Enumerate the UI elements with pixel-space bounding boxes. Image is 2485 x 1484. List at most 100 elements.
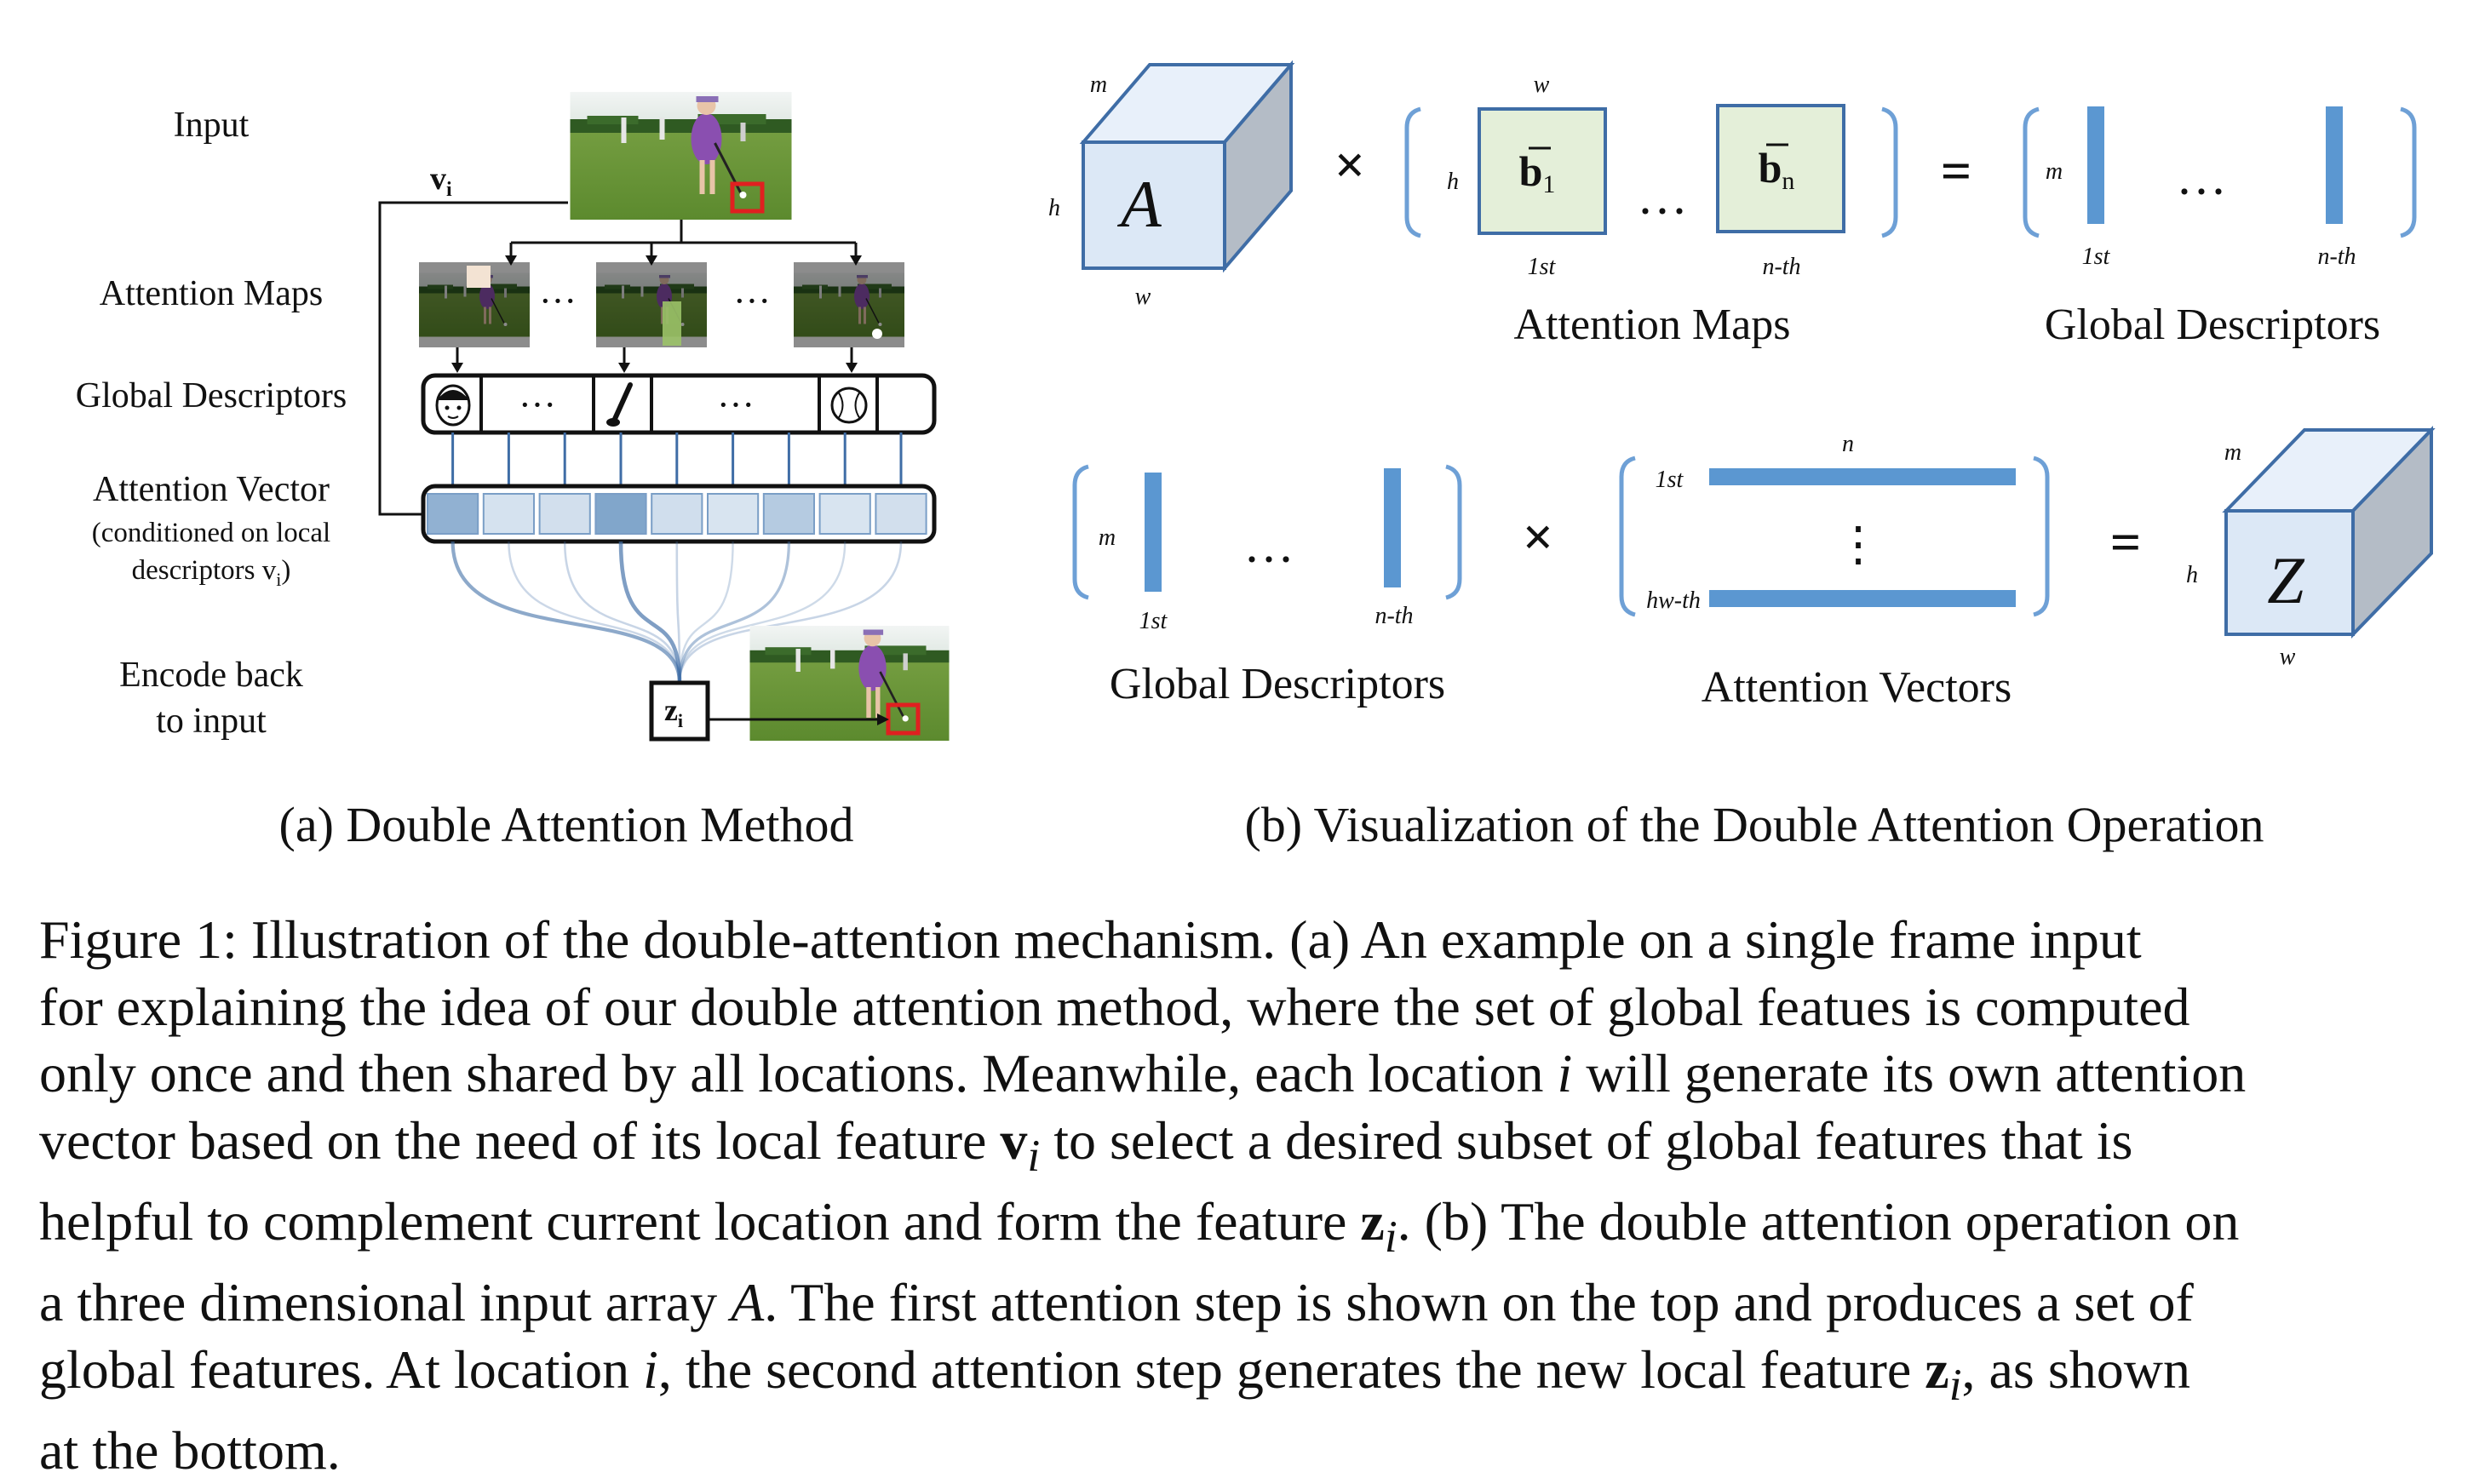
- attention-map-3: [794, 262, 904, 347]
- attention-map-1: [419, 262, 530, 347]
- times-symbol-2: ×: [1523, 507, 1553, 567]
- descriptor-arrows: [451, 347, 858, 373]
- descriptor-bar-first: [2087, 106, 2104, 224]
- cube-z: Z m h w: [2186, 426, 2436, 670]
- attention-maps-label: Attention Maps: [1514, 301, 1791, 349]
- attention-fan: [451, 541, 903, 684]
- attention-vector: [421, 484, 937, 544]
- cube-z-letter: Z: [2267, 543, 2305, 617]
- svg-text:w: w: [1135, 284, 1151, 310]
- row-label-global-descriptors: Global Descriptors: [76, 376, 347, 415]
- attention-fan-line: [678, 541, 791, 684]
- svg-text:···: ···: [1243, 531, 1294, 587]
- attention-fan-line: [678, 541, 847, 684]
- descriptor-dots-2: ···: [717, 384, 755, 426]
- attention-vector-first: [1709, 468, 2016, 485]
- descriptor-bar-first-bottom: [1145, 473, 1162, 592]
- svg-text:h: h: [1447, 169, 1459, 195]
- attention-map-thumbnails: ··· ···: [419, 262, 904, 347]
- descriptor-bar-last: [2326, 106, 2343, 224]
- figure-diagram: Input Attention Maps Global Descriptors …: [76, 60, 2436, 852]
- panel-b-caption: (b) Visualization of the Double Attentio…: [1244, 797, 2264, 852]
- attention-weight-cell: [427, 493, 479, 535]
- caption-line-1: Figure 1: Illustration of the double-att…: [39, 909, 2142, 970]
- caption-line-3: only once and then shared by all locatio…: [39, 1043, 2247, 1103]
- svg-text:n: n: [1842, 431, 1854, 457]
- attention-weight-cell: [651, 493, 703, 535]
- equals-symbol-2: =: [2110, 512, 2141, 572]
- svg-text:zi: zi: [664, 693, 683, 731]
- caption-line-5: helpful to complement current location a…: [39, 1190, 2240, 1262]
- svg-text:b1: b1: [1519, 147, 1556, 198]
- svg-text:m: m: [2224, 439, 2241, 466]
- svg-text:n-th: n-th: [1762, 254, 1800, 280]
- attention-weight-cell: [594, 493, 647, 535]
- attention-fan-line: [675, 541, 681, 684]
- attention-vectors-group: n 1st ⋮ hw-th Attention Vectors: [1619, 431, 2050, 712]
- caption-line-4: vector based on the need of its local fe…: [39, 1109, 2133, 1181]
- global-descriptors-label-bottom: Global Descriptors: [1110, 660, 1445, 708]
- svg-text:1st: 1st: [1528, 254, 1557, 280]
- attention-weight-cell: [707, 493, 760, 535]
- attention-weight-cell: [538, 493, 591, 535]
- equals-symbol-1: =: [1941, 140, 1971, 201]
- descriptor-to-vector-lines: [451, 433, 903, 486]
- golf-club-icon: [606, 382, 633, 427]
- vi-connector: [378, 201, 568, 516]
- vi-label: vi: [430, 161, 452, 201]
- attention-weight-cell: [482, 493, 535, 535]
- caption-line-6: a three dimensional input array A. The f…: [39, 1272, 2194, 1333]
- global-descriptor-bar: ··· ···: [421, 373, 937, 435]
- svg-text:w: w: [1534, 72, 1550, 98]
- svg-text:h: h: [2186, 562, 2198, 588]
- panel-a-caption: (a) Double Attention Method: [279, 797, 854, 852]
- svg-text:w: w: [2280, 644, 2296, 670]
- svg-text:m: m: [2046, 158, 2063, 185]
- attention-map-2: [596, 262, 707, 347]
- global-descriptors-label-top: Global Descriptors: [2045, 301, 2380, 349]
- descriptor-bar-last-bottom: [1384, 468, 1401, 587]
- caption-line-7: global features. At location i, the seco…: [39, 1338, 2190, 1410]
- svg-text:···: ···: [2176, 163, 2227, 220]
- svg-text:1st: 1st: [2082, 244, 2111, 270]
- map-arrows: [505, 243, 862, 266]
- attention-fan-line: [618, 541, 682, 684]
- svg-text:1st: 1st: [1139, 608, 1168, 634]
- output-photo: [749, 626, 950, 741]
- svg-text:n-th: n-th: [2317, 244, 2356, 270]
- row-label-attention-vector: Attention Vector: [93, 470, 330, 509]
- svg-text:hw-th: hw-th: [1646, 587, 1701, 614]
- row-label-attention-maps: Attention Maps: [100, 274, 323, 313]
- attention-vectors-label: Attention Vectors: [1702, 663, 2012, 712]
- attention-fan-line: [563, 541, 681, 684]
- attention-map-b1: [1478, 107, 1607, 235]
- attention-weight-cell: [875, 493, 927, 535]
- panel-a: Input Attention Maps Global Descriptors …: [76, 92, 950, 852]
- vectors-vdots: ⋮: [1834, 519, 1882, 571]
- face-icon: [435, 384, 471, 427]
- svg-text:m: m: [1090, 72, 1107, 98]
- zi-box: zi: [649, 680, 710, 742]
- attention-fan-line: [508, 541, 681, 684]
- svg-text:1st: 1st: [1656, 467, 1684, 493]
- maps-hdots: ···: [1637, 183, 1688, 239]
- attention-map-bn: [1716, 104, 1845, 233]
- global-descriptors-top: m ··· 1st n-th Global Descriptors: [2023, 106, 2417, 349]
- input-highlight-box: [730, 181, 765, 214]
- svg-text:bn: bn: [1759, 144, 1795, 195]
- panel-b: A m h w × h w b1 ··· bn 1st n-th Attenti…: [1048, 60, 2436, 852]
- descriptor-dots-1: ···: [519, 384, 556, 426]
- ball-icon: [830, 387, 868, 424]
- row-label-encode-2: to input: [156, 702, 267, 741]
- svg-text:n-th: n-th: [1374, 603, 1413, 629]
- cube-a-letter: A: [1116, 167, 1162, 241]
- attention-vector-last: [1709, 590, 2016, 607]
- input-photo: [568, 92, 794, 220]
- times-symbol-1: ×: [1334, 135, 1365, 195]
- attention-weight-cell: [818, 493, 871, 535]
- attention-vector-note-2: descriptors vi): [132, 555, 291, 590]
- figure-caption: Figure 1: Illustration of the double-att…: [39, 907, 2471, 1484]
- attention-weight-cell: [762, 493, 815, 535]
- global-descriptors-bottom: m ··· 1st n-th Global Descriptors: [1072, 464, 1462, 708]
- maps-dots-1: ···: [539, 280, 577, 322]
